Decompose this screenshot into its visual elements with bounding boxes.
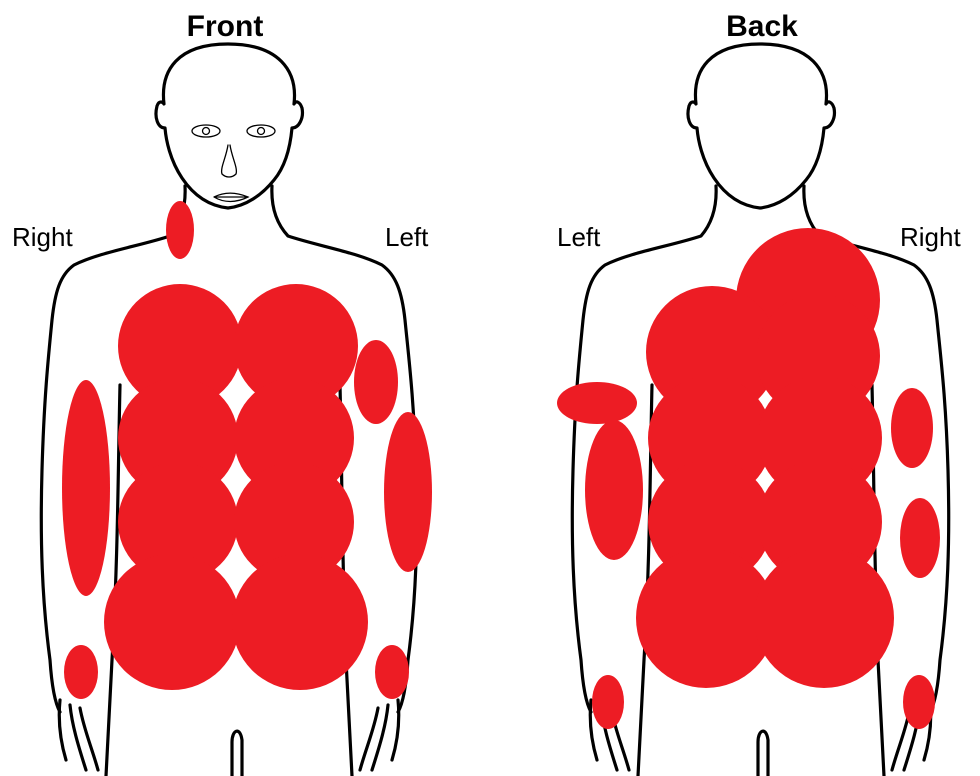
front-left-hand	[360, 700, 399, 770]
front-neck-area	[166, 201, 194, 259]
back-left-wrist-area	[592, 675, 624, 729]
back-right-wrist-area	[903, 675, 935, 729]
back-affected-areas	[557, 228, 940, 729]
front-torso-area-7	[104, 554, 240, 690]
front-left-wrist-area	[375, 645, 409, 699]
front-left-upper-arm-area	[354, 340, 398, 424]
front-head-outline	[156, 44, 302, 208]
front-leg-gap	[232, 731, 242, 776]
back-head-outline	[688, 44, 834, 208]
front-right-eye	[192, 125, 220, 137]
front-right-hand	[59, 700, 98, 770]
back-right-upper-arm-area	[891, 388, 933, 468]
front-mouth	[214, 193, 248, 201]
back-left-elbow-area	[557, 382, 637, 424]
front-left-eye	[247, 125, 275, 137]
front-left-forearm-area	[384, 412, 432, 572]
back-left-forearm-area	[585, 420, 643, 560]
front-right-wrist-area	[64, 645, 98, 699]
back-leg-gap	[758, 731, 768, 776]
back-torso-area-8	[754, 548, 894, 688]
front-nose	[222, 145, 237, 177]
front-right-pupil	[203, 128, 210, 135]
front-torso-area-8	[232, 554, 368, 690]
front-right-arm-area	[62, 380, 110, 596]
front-left-pupil	[258, 128, 265, 135]
back-right-forearm-area	[900, 498, 940, 578]
